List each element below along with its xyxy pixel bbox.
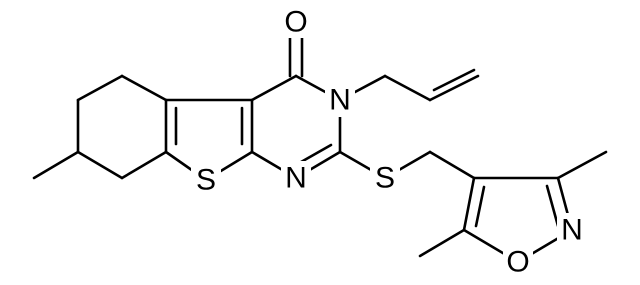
bond-methyl bbox=[32, 150, 80, 180]
bond bbox=[120, 74, 168, 102]
atom-thiophene-sulfur: S bbox=[191, 163, 221, 197]
atom-label: N bbox=[329, 84, 351, 117]
atom-label: S bbox=[196, 164, 216, 197]
bond-allyl bbox=[428, 74, 480, 102]
bond-methyl bbox=[556, 150, 608, 180]
bond-methyl bbox=[418, 228, 466, 258]
atom-isoxazole-oxygen: O bbox=[503, 245, 533, 279]
bond bbox=[462, 176, 476, 232]
bond-double-inner bbox=[545, 184, 560, 228]
atom-ring-nitrogen: N bbox=[325, 83, 355, 117]
bond bbox=[76, 150, 124, 180]
bond-layer bbox=[32, 26, 608, 264]
bond-double-inner bbox=[474, 185, 486, 228]
atom-label-layer: O N S N S N O bbox=[191, 4, 587, 279]
bond-allyl bbox=[383, 74, 432, 102]
bond bbox=[76, 74, 124, 102]
atom-thioether-sulfur: S bbox=[370, 161, 400, 195]
atom-label: N bbox=[285, 162, 307, 195]
bond-thioether bbox=[428, 150, 476, 180]
atom-carbonyl-oxygen: O bbox=[281, 4, 311, 39]
atom-isoxazole-nitrogen: N bbox=[557, 213, 587, 247]
atom-label: O bbox=[506, 246, 529, 279]
bond bbox=[250, 74, 298, 102]
atom-label: S bbox=[375, 162, 395, 195]
atom-pyrimidine-nitrogen: N bbox=[281, 161, 311, 195]
atom-label: N bbox=[561, 214, 583, 247]
atom-label: O bbox=[284, 6, 307, 39]
bond bbox=[120, 150, 168, 180]
bond-allyl-double bbox=[432, 68, 476, 92]
